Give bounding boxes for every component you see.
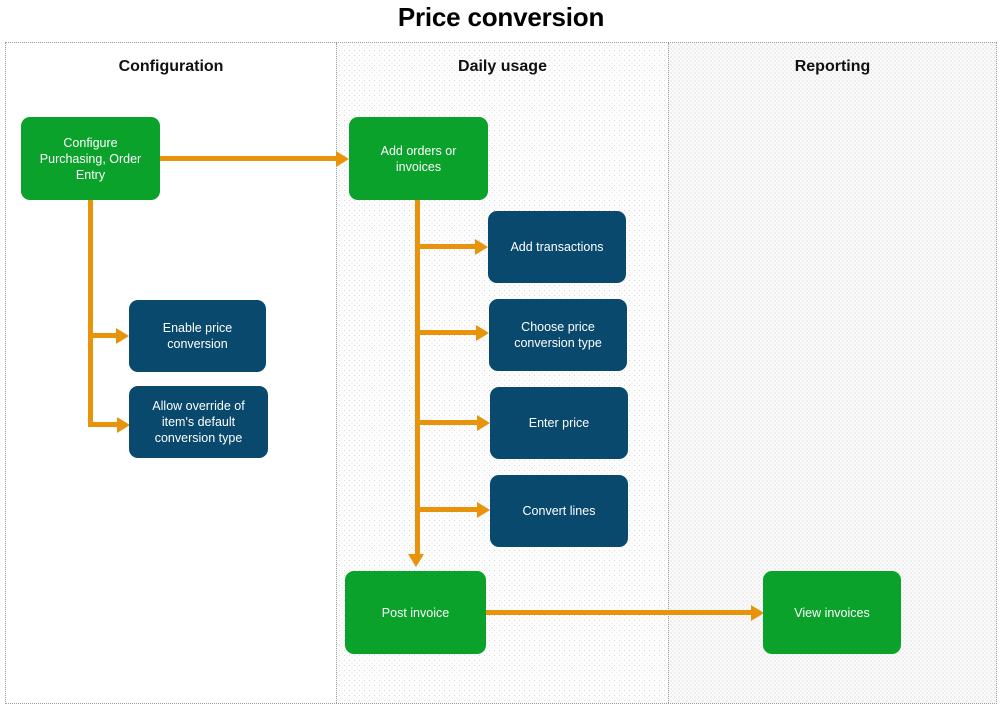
node-label: Choose price conversion type [514, 320, 602, 350]
node-add-transactions[interactable]: Add transactions [488, 211, 626, 283]
page-title: Price conversion [397, 2, 605, 32]
node-label: Convert lines [522, 504, 596, 518]
connector-configure-to-add-orders [160, 156, 336, 161]
arrowhead-add-orders-to-post-invoice [407, 554, 424, 567]
node-allow-override[interactable]: Allow override of item's default convers… [129, 386, 268, 458]
node-label: Add transactions [510, 240, 604, 254]
node-configure-purchasing[interactable]: Configure Purchasing, Order Entry [21, 117, 160, 200]
node-label: View invoices [794, 605, 870, 620]
arrowhead-add-orders-to-add-transactions [475, 238, 488, 255]
connector-configure-to-enable [88, 333, 116, 338]
node-label: Allow override of item's default convers… [152, 399, 245, 445]
connector-add-orders-to-add-transactions [415, 244, 475, 249]
node-add-orders[interactable]: Add orders or invoices [349, 117, 488, 200]
swimlane-header-configuration: Configuration [118, 58, 224, 75]
arrowhead-configure-to-allow-override [117, 416, 130, 433]
connector-add-orders-to-choose-type [415, 330, 476, 335]
connector-configure-to-allow-override [88, 422, 117, 427]
node-view-invoices[interactable]: View invoices [763, 571, 901, 654]
connector-add-orders-trunk [415, 198, 420, 554]
node-label: Enable price conversion [162, 321, 233, 351]
arrowhead-configure-to-add-orders [336, 150, 349, 167]
node-convert-lines[interactable]: Convert lines [490, 475, 628, 547]
node-enter-price[interactable]: Enter price [490, 387, 628, 459]
arrowhead-add-orders-to-convert-lines [477, 501, 490, 518]
node-choose-conversion-type[interactable]: Choose price conversion type [489, 299, 627, 371]
arrowhead-add-orders-to-choose-type [476, 324, 489, 341]
node-label: Post invoice [381, 605, 450, 620]
swimlane-header-reporting: Reporting [794, 58, 871, 75]
node-enable-price-conversion[interactable]: Enable price conversion [129, 300, 266, 372]
connector-add-orders-to-enter-price [415, 420, 477, 425]
swimlane-header-daily-usage: Daily usage [458, 58, 547, 75]
node-label: Configure Purchasing, Order Entry [39, 135, 142, 182]
node-label: Enter price [528, 416, 590, 430]
connector-post-invoice-to-view-invoices [486, 610, 751, 615]
connector-add-orders-to-convert-lines [415, 507, 477, 512]
arrowhead-post-invoice-to-view-invoices [751, 604, 764, 621]
node-label: Add orders or invoices [380, 143, 457, 174]
connector-configure-trunk [88, 200, 93, 427]
node-post-invoice[interactable]: Post invoice [345, 571, 486, 654]
arrowhead-configure-to-enable [116, 327, 129, 344]
arrowhead-add-orders-to-enter-price [477, 414, 490, 431]
